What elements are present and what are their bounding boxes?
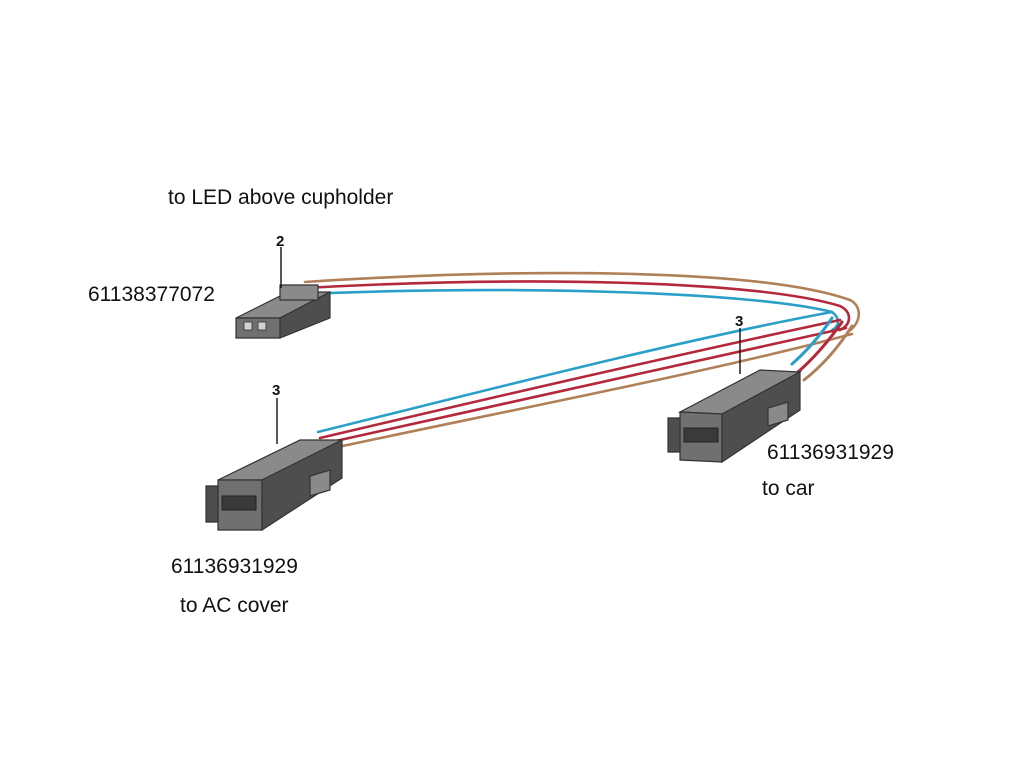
wire-blue-left (316, 310, 834, 434)
right-connector-destination-label: to car (762, 477, 815, 500)
wire-brown-upper (303, 271, 861, 334)
wire-red2-left (320, 326, 848, 446)
left-connector-destination-label: to AC cover (180, 594, 289, 617)
wire-red-upper (303, 280, 851, 332)
wire-red-left (318, 318, 842, 440)
right-connector (667, 369, 803, 464)
wire-red-right (796, 320, 844, 374)
top-connector (235, 284, 331, 339)
wire-brown-left (322, 332, 854, 452)
top-connector-part-number: 61138377072 (88, 283, 215, 306)
callout-left: 3 (272, 382, 280, 399)
callout-top: 2 (276, 233, 284, 250)
wire-blue-upper (303, 288, 840, 332)
callout-right: 3 (735, 313, 743, 330)
wire-bundle-right (790, 316, 854, 382)
right-connector-part-number: 61136931929 (767, 441, 894, 464)
left-connector-part-number: 61136931929 (171, 555, 298, 578)
wire-bundle-left (316, 310, 854, 452)
wire-blue-right (790, 316, 834, 366)
left-connector (205, 439, 343, 532)
top-connector-destination-label: to LED above cupholder (168, 186, 394, 209)
wire-brown-right (802, 324, 854, 382)
